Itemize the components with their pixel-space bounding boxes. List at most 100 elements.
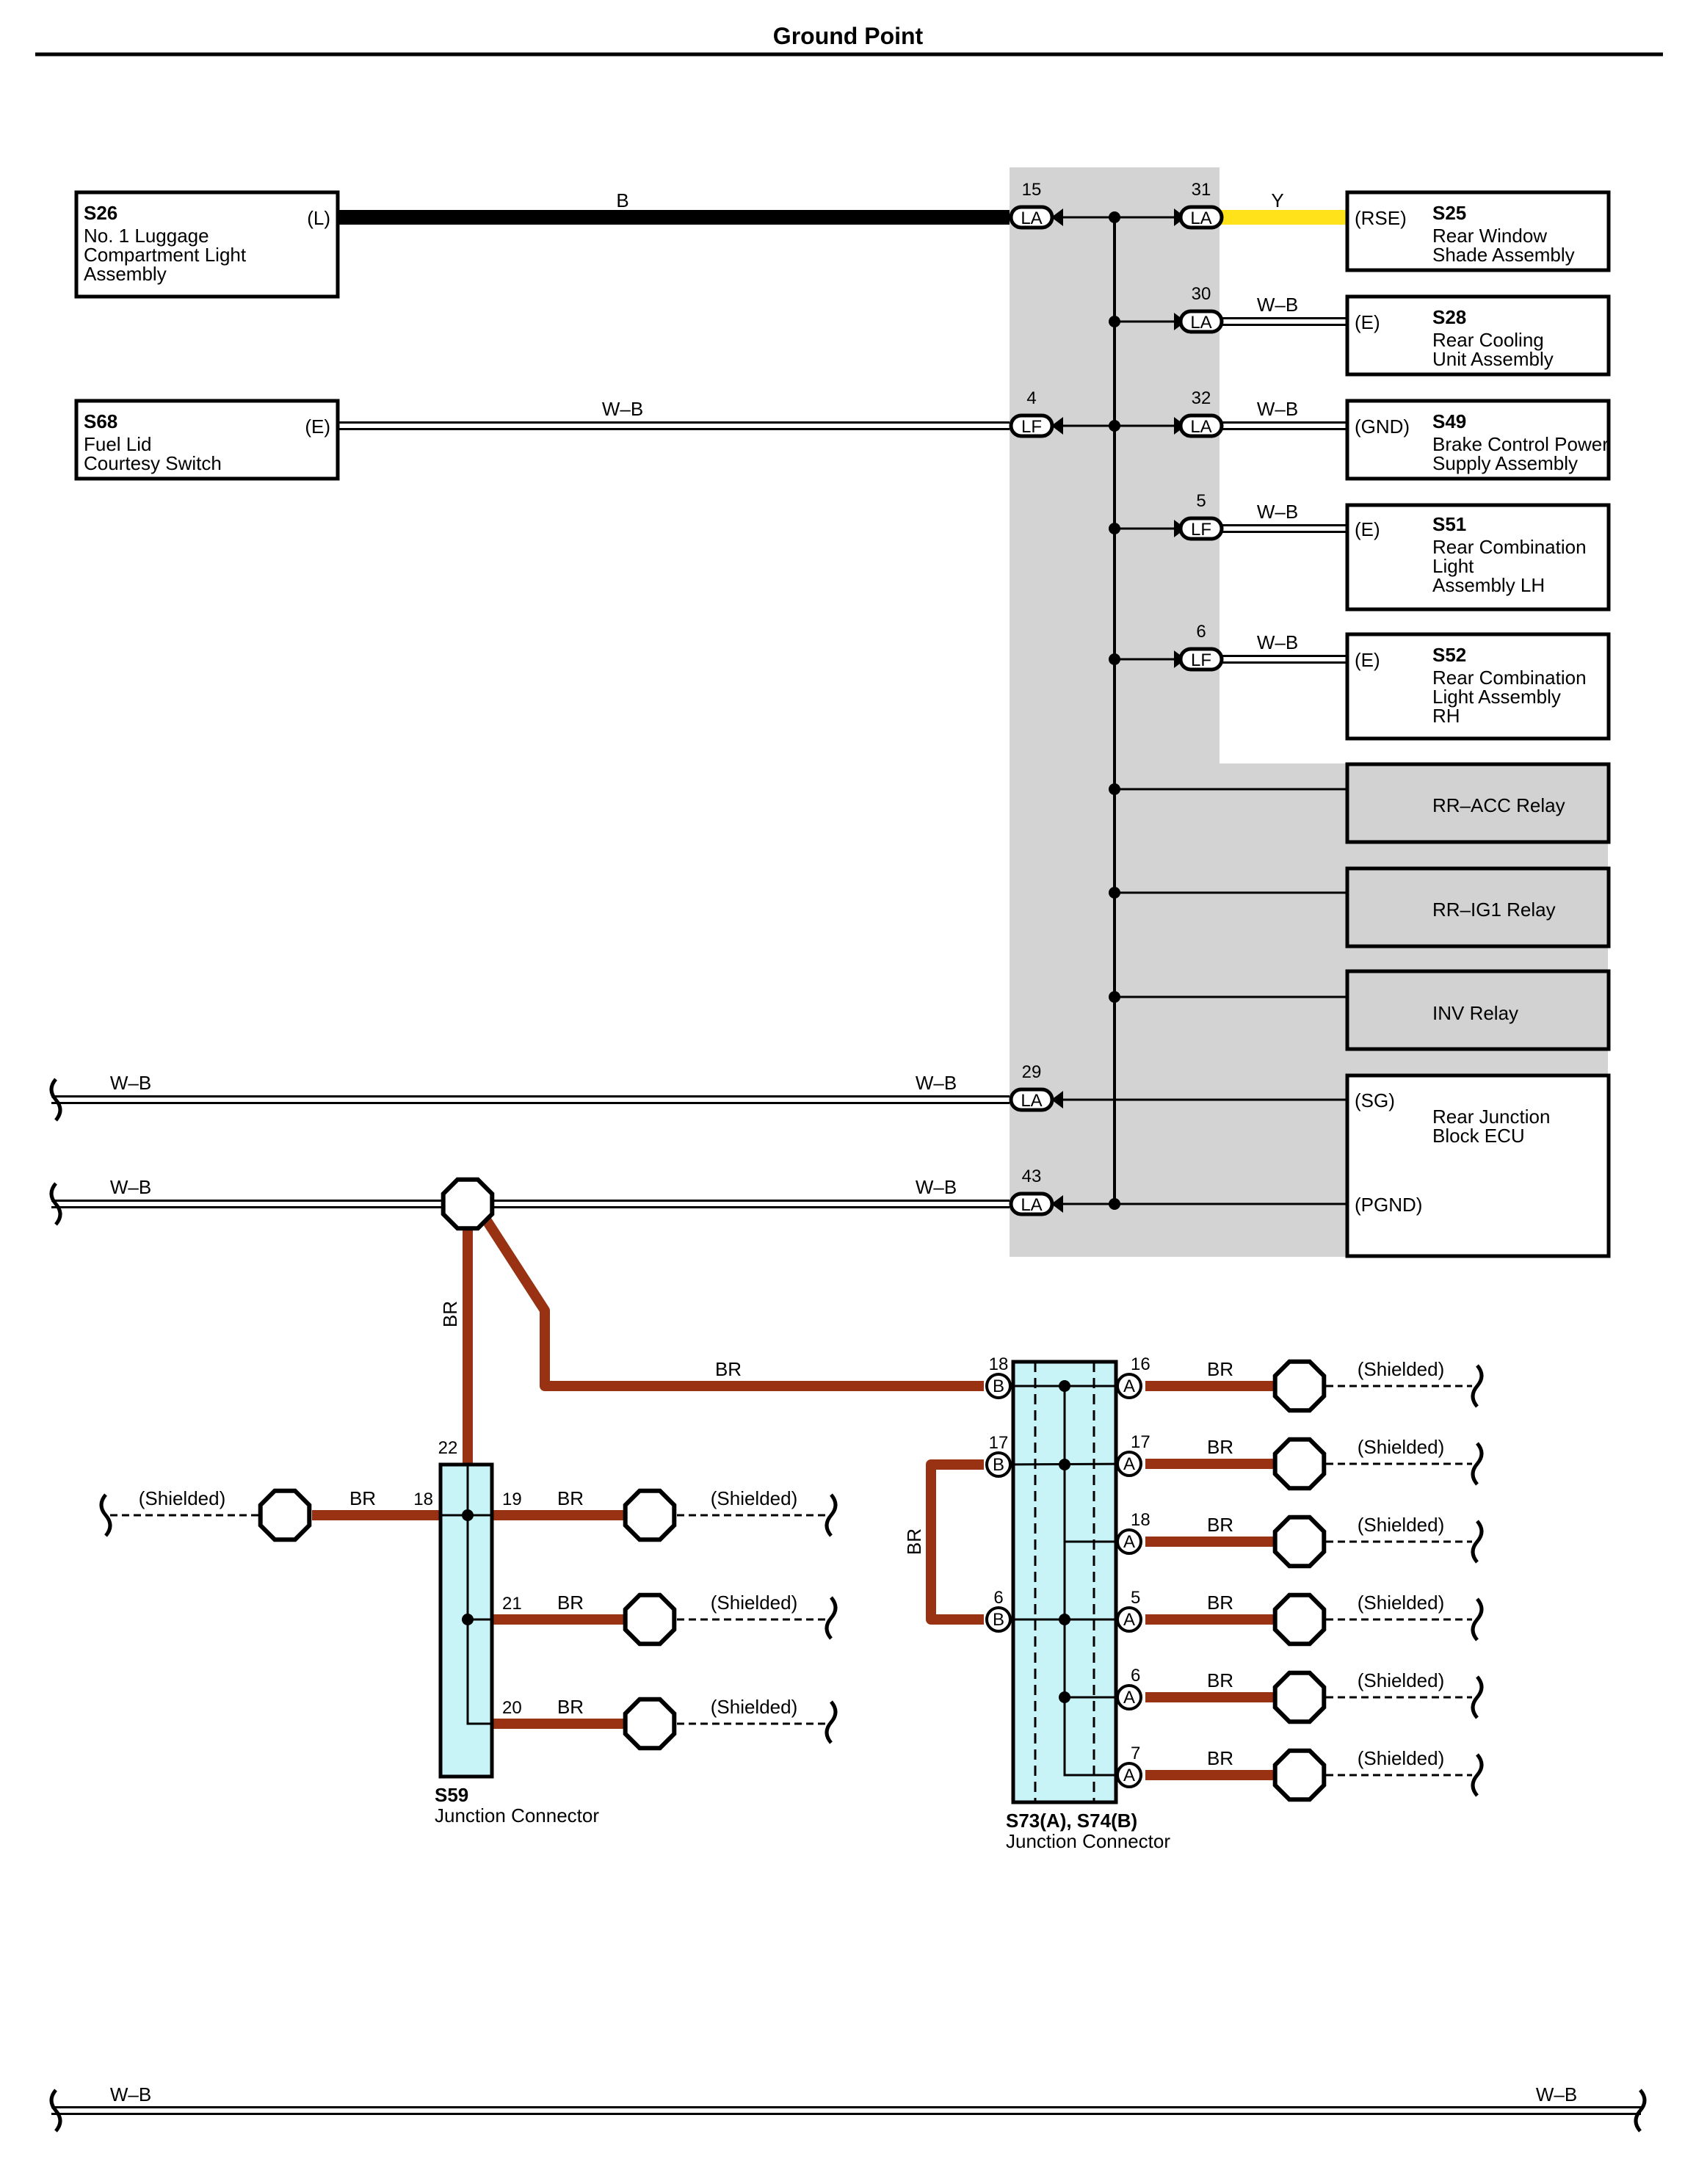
wire-label-wb: W–B (110, 1072, 151, 1094)
s59-pin-top: 22 (438, 1438, 458, 1458)
pin-num: 7 (1131, 1744, 1140, 1763)
wire-label-br: BR (439, 1301, 461, 1327)
wire-label-br: BR (557, 1592, 584, 1614)
splice-octagon (1272, 1437, 1327, 1491)
connector-num: 6 (1196, 622, 1206, 642)
s68-line: Fuel Lid (84, 433, 152, 455)
connector-43: LA 43 (1009, 1167, 1054, 1216)
s59-name: Junction Connector (435, 1804, 599, 1826)
wire-label-shielded: (Shielded) (1358, 1514, 1445, 1536)
s52-line: Light Assembly (1432, 686, 1561, 708)
s25-code: S25 (1432, 202, 1466, 224)
splice-octagon (623, 1592, 677, 1647)
pin-circle (1116, 1606, 1142, 1633)
wire-label-br: BR (1207, 1747, 1233, 1769)
wire-labels: B Y W–B W–B W–B W–B W–B W–B W–B W–B W–B … (110, 189, 1577, 2105)
splice-octagon (1272, 1748, 1327, 1802)
s28-line: Unit Assembly (1432, 348, 1554, 370)
s73-name: Junction Connector (1006, 1830, 1170, 1852)
splice-octagon (623, 1697, 677, 1751)
s51-line: Rear Combination (1432, 536, 1587, 558)
connector-29: LA 29 (1009, 1062, 1054, 1112)
connector-30: LA 30 (1178, 284, 1224, 334)
s26-code: S26 (84, 202, 117, 224)
connector-4: LF 4 (1009, 388, 1054, 438)
pin-num: 17 (989, 1433, 1009, 1453)
splice-octagon (1272, 1592, 1327, 1647)
s51-line: Assembly LH (1432, 574, 1545, 596)
s26-line: Assembly (84, 263, 167, 285)
splice-octagon (1272, 1514, 1327, 1569)
wire-label-br: BR (1207, 1592, 1233, 1614)
s51-code: S51 (1432, 513, 1466, 535)
ecu-line: Rear Junction (1432, 1106, 1550, 1128)
wire-label-br: BR (1207, 1436, 1233, 1458)
wire-label-wb: W–B (110, 2083, 151, 2105)
relay-labels: RR–ACC Relay RR–IG1 Relay INV Relay (1432, 794, 1565, 1024)
connector-tag: LF (1191, 650, 1211, 670)
wire-label-br: BR (557, 1696, 584, 1718)
connector-tag: LA (1021, 1195, 1042, 1215)
s52-line: Rear Combination (1432, 667, 1587, 689)
wire-label-br: BR (557, 1487, 584, 1509)
splice-octagon (1272, 1359, 1327, 1413)
s51-pin: (E) (1355, 518, 1380, 540)
wire-label-br: BR (349, 1487, 376, 1509)
pin-num: 6 (1131, 1666, 1140, 1686)
s59-pin-left: 18 (413, 1490, 433, 1509)
ecu-labels: (SG) (PGND) Rear Junction Block ECU (1355, 1089, 1550, 1216)
s28-labels: (E) S28 Rear Cooling Unit Assembly (1355, 306, 1554, 370)
wire-label-y: Y (1271, 189, 1283, 211)
relay-box-rr-acc (1345, 762, 1611, 844)
connector-6: LF 6 (1178, 622, 1224, 672)
s26-line: Compartment Light (84, 244, 247, 266)
s73-code: S73(A), S74(B) (1006, 1810, 1137, 1832)
s26-labels: S26 (L) No. 1 Luggage Compartment Light … (84, 202, 330, 285)
ecu-box (1345, 1073, 1611, 1258)
pin-num: 5 (1131, 1588, 1140, 1608)
pin-num: 18 (1131, 1510, 1150, 1530)
wire-label-shielded: (Shielded) (1358, 1436, 1445, 1458)
wire-label-shielded: (Shielded) (711, 1696, 798, 1718)
wire-label-wb: W–B (110, 1176, 151, 1198)
connector-31: LA 31 (1178, 180, 1224, 230)
connector-num: 15 (1022, 180, 1042, 200)
connector-num: 29 (1022, 1062, 1042, 1082)
connector-num: 32 (1192, 388, 1211, 408)
splice-octagon (441, 1177, 495, 1231)
wire-label-wb: W–B (916, 1072, 957, 1094)
pin-circle (985, 1606, 1012, 1633)
s51-labels: (E) S51 Rear Combination Light Assembly … (1355, 513, 1587, 596)
wire-label-shielded: (Shielded) (711, 1487, 798, 1509)
s68-line: Courtesy Switch (84, 452, 222, 474)
pin-circle (1116, 1528, 1142, 1555)
pin-tag: B (993, 1610, 1004, 1630)
wire-label-wb: W–B (602, 398, 643, 420)
relay-label-rr-ig1: RR–IG1 Relay (1432, 899, 1556, 921)
ecu-pin-sg: (SG) (1355, 1089, 1395, 1111)
pin-circle (1116, 1762, 1142, 1788)
pin-tag: A (1123, 1532, 1135, 1552)
wire-label-shielded: (Shielded) (1358, 1669, 1445, 1691)
relay-label-rr-acc: RR–ACC Relay (1432, 794, 1565, 816)
s28-code: S28 (1432, 306, 1466, 328)
connector-num: 4 (1026, 388, 1036, 408)
connector-num: 5 (1196, 491, 1206, 511)
wire-label-wb: W–B (1536, 2083, 1577, 2105)
s49-box (1345, 399, 1611, 481)
s68-labels: S68 (E) Fuel Lid Courtesy Switch (84, 410, 330, 474)
pin-tag: A (1123, 1610, 1135, 1630)
s49-line: Supply Assembly (1432, 452, 1578, 474)
relay-box-rr-ig1 (1345, 866, 1611, 948)
pin-num: 16 (1131, 1354, 1150, 1374)
wire-label-wb: W–B (1257, 398, 1298, 420)
wire-label-shielded: (Shielded) (139, 1487, 226, 1509)
pin-tag: B (993, 1376, 1004, 1396)
s28-line: Rear Cooling (1432, 329, 1544, 351)
wire-wb-right (1220, 317, 1347, 664)
connector-num: 31 (1192, 180, 1211, 200)
pin-num: 6 (993, 1588, 1003, 1608)
s49-pin: (GND) (1355, 416, 1410, 438)
wire-label-br: BR (903, 1528, 925, 1555)
